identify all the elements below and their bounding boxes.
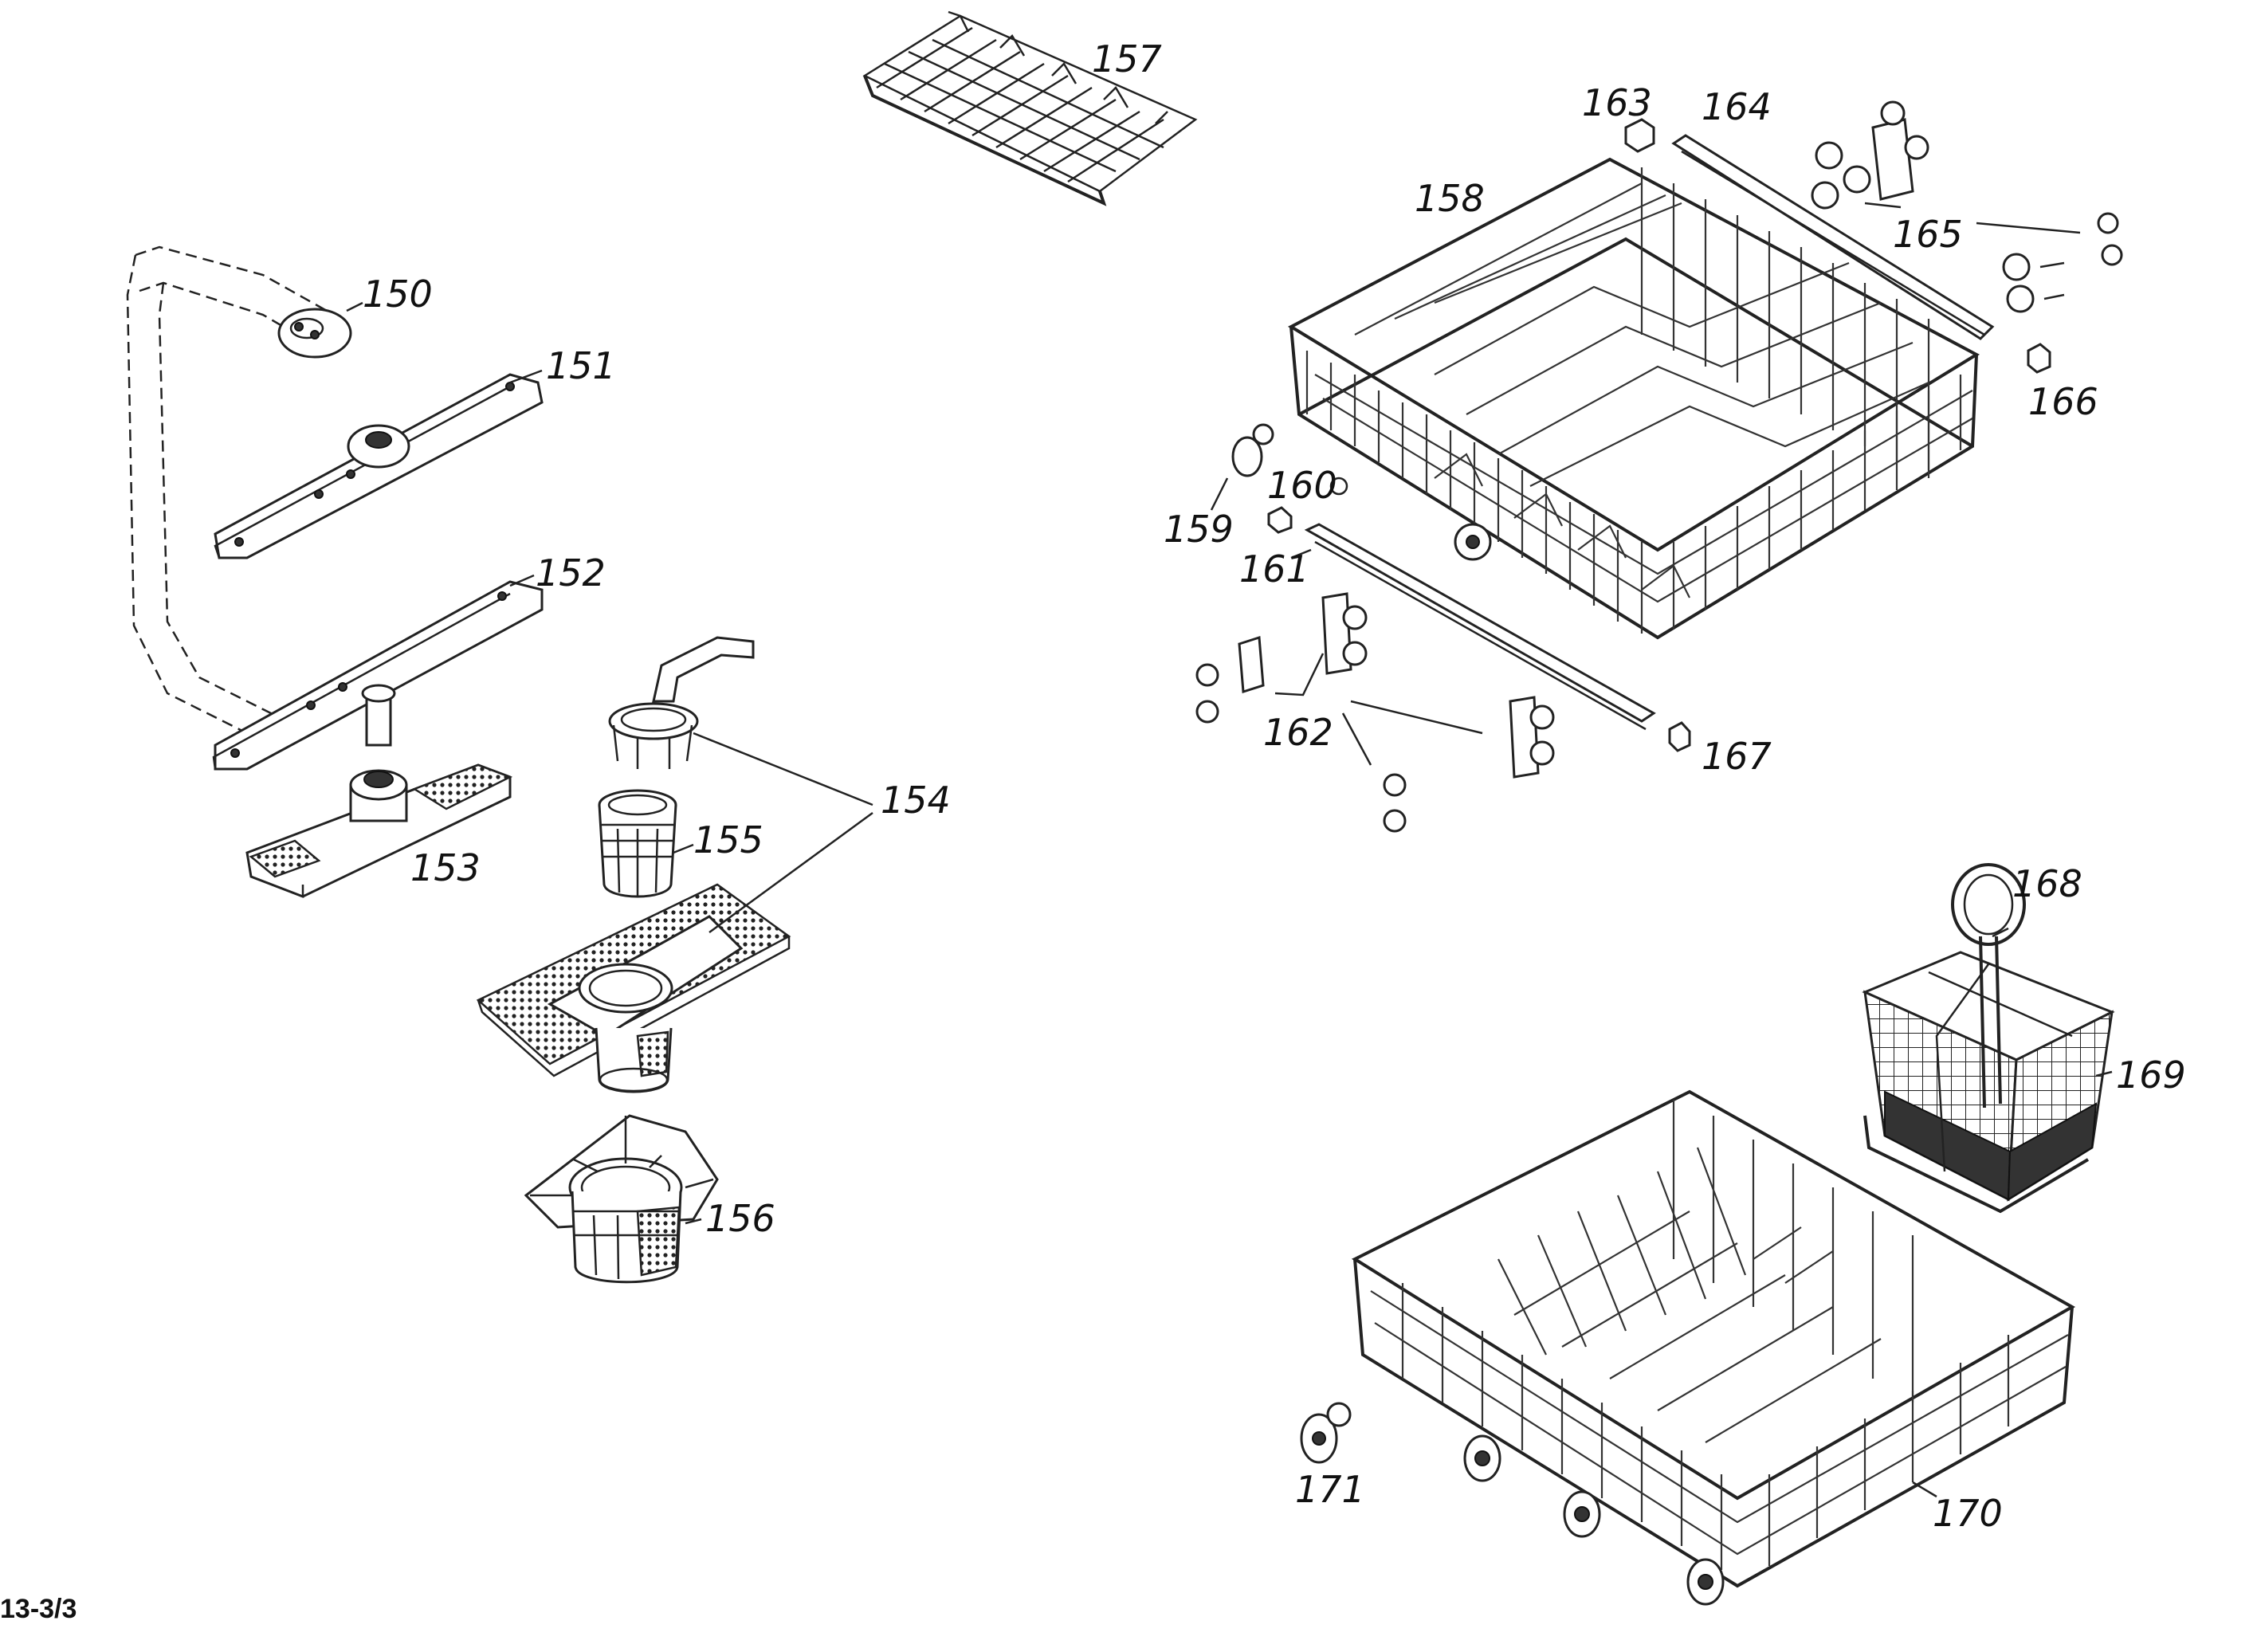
callout-152: 152 — [536, 551, 606, 594]
part-165-roller-brackets — [1811, 100, 2123, 313]
callout-160: 160 — [1267, 464, 1337, 507]
callout-155: 155 — [693, 818, 763, 861]
part-170-lower-basket — [1351, 1089, 2076, 1606]
callout-164: 164 — [1702, 85, 1772, 128]
callout-165: 165 — [1893, 213, 1963, 256]
callout-169: 169 — [2116, 1054, 2186, 1097]
callout-171: 171 — [1295, 1468, 1365, 1511]
callout-167: 167 — [1702, 735, 1772, 778]
callout-168: 168 — [2012, 862, 2082, 905]
callout-labels: 150 151 152 153 154 155 156 157 158 159 … — [0, 37, 2186, 1624]
part-154-filter-assembly — [476, 636, 791, 1093]
part-153-spray-arm-carrier — [245, 763, 513, 898]
part-167-end-cap — [1668, 721, 1691, 752]
callout-156: 156 — [705, 1197, 775, 1240]
callout-166: 166 — [2028, 380, 2098, 423]
page-code: 13-3/3 — [0, 1594, 77, 1624]
part-169-cutlery-basket — [1862, 951, 2115, 1214]
callout-158: 158 — [1415, 177, 1485, 220]
part-151-upper-spray-arm — [214, 373, 544, 559]
part-159-roller — [1210, 423, 1274, 511]
callout-154: 154 — [881, 779, 951, 822]
part-163-end-cap — [1624, 118, 1655, 153]
part-158-upper-basket — [1287, 157, 1980, 640]
part-162-roller-brackets — [1195, 592, 1555, 833]
part-157-cutlery-rack — [862, 10, 1198, 206]
callout-163: 163 — [1582, 81, 1652, 124]
part-152-lower-spray-arm — [212, 580, 544, 771]
part-161-front-rail — [1304, 523, 1656, 731]
part-160-clip — [1267, 477, 1348, 534]
part-171-wheel — [1300, 1402, 1352, 1464]
callout-157: 157 — [1092, 37, 1162, 80]
part-156-coarse-filter — [524, 1114, 719, 1284]
part-168-basket-handle — [1951, 863, 2026, 1109]
callout-153: 153 — [410, 846, 481, 889]
callout-151: 151 — [546, 344, 616, 387]
part-150-spray-tube — [126, 245, 352, 743]
callout-170: 170 — [1933, 1492, 2003, 1535]
callout-159: 159 — [1164, 508, 1234, 551]
callout-150: 150 — [363, 273, 433, 316]
callout-161: 161 — [1239, 547, 1309, 591]
leader-lines — [346, 301, 2113, 1498]
part-166-end-cap — [2027, 343, 2051, 374]
callout-162: 162 — [1263, 711, 1333, 754]
part-155-micro-filter — [598, 789, 677, 898]
part-164-rail — [1671, 134, 1995, 340]
